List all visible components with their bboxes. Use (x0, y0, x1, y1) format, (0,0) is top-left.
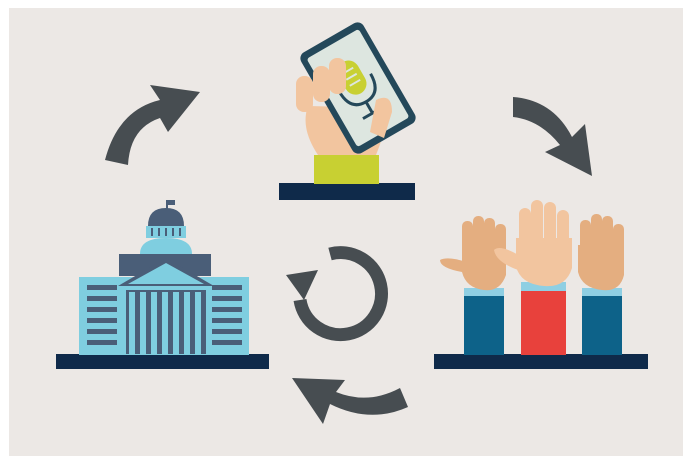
platform-top (279, 183, 415, 200)
arrow-hands-to-building-icon (292, 378, 408, 424)
raised-hands-icon (434, 200, 648, 369)
hand-center (494, 200, 572, 355)
platform-right (434, 354, 648, 369)
hand-right (578, 214, 624, 355)
refresh-icon (286, 246, 388, 342)
arrow-building-to-phone-icon (105, 85, 200, 165)
sleeve-top (314, 155, 379, 184)
arrow-phone-to-hands-icon (513, 97, 592, 176)
phone-microphone-icon (279, 22, 416, 200)
hand-left (440, 216, 506, 355)
platform-left (56, 354, 269, 369)
government-building-icon (56, 200, 269, 369)
